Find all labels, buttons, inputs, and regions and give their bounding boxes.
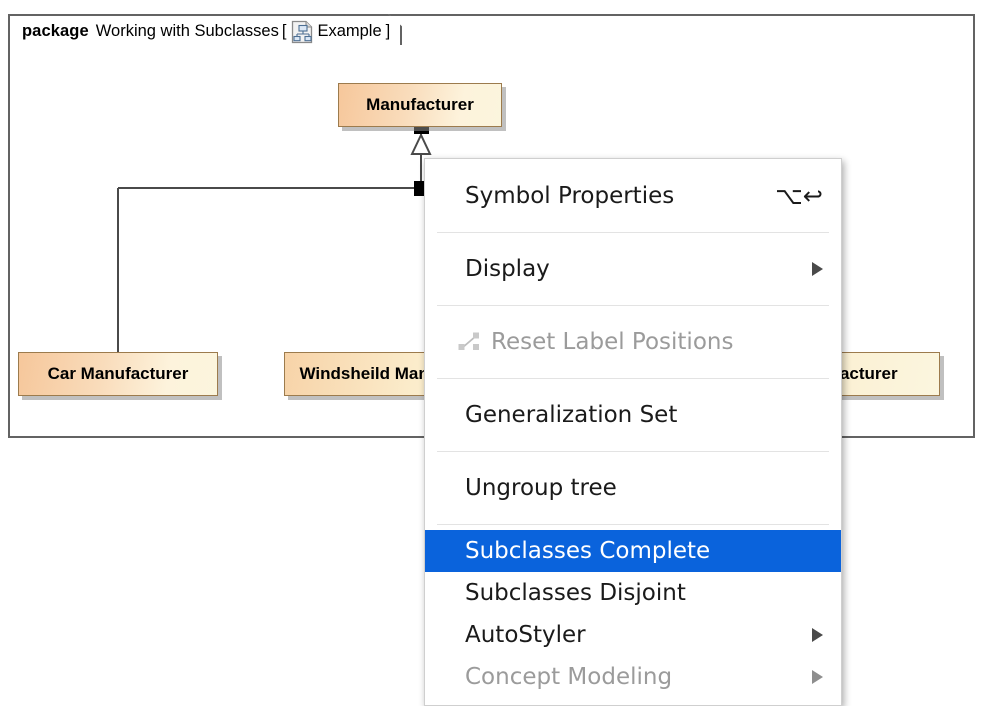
menu-item-label: Symbol Properties — [465, 183, 675, 209]
menu-item-label: Display — [465, 256, 550, 282]
chevron-right-icon — [812, 670, 823, 684]
package-diagram-name: Example — [317, 22, 382, 40]
class-diagram-icon — [291, 20, 313, 44]
menu-item-concept-modeling: Concept Modeling — [425, 656, 841, 698]
bracket-open: [ — [281, 22, 287, 40]
reset-label-positions-icon — [458, 332, 479, 350]
chevron-right-icon — [812, 262, 823, 276]
menu-item-autostyler[interactable]: AutoStyler — [425, 614, 841, 656]
menu-item-label: Generalization Set — [465, 402, 678, 428]
uml-class-name: Car Manufacturer — [47, 364, 189, 383]
menu-separator — [437, 305, 829, 306]
menu-separator — [437, 378, 829, 379]
menu-item-label: Reset Label Positions — [491, 329, 734, 355]
menu-item-label: Concept Modeling — [465, 664, 673, 690]
menu-item-symbol-properties[interactable]: Symbol Properties ⌥↩ — [425, 165, 841, 227]
chevron-right-icon — [812, 628, 823, 642]
package-name: Working with Subclasses — [95, 22, 279, 40]
menu-separator — [437, 451, 829, 452]
menu-separator — [437, 232, 829, 233]
uml-class-car-manufacturer[interactable]: Car Manufacturer — [18, 352, 218, 396]
menu-item-subclasses-disjoint[interactable]: Subclasses Disjoint — [425, 572, 841, 614]
package-keyword: package — [22, 22, 89, 40]
uml-class-name: Manufacturer — [366, 95, 474, 114]
uml-class-manufacturer[interactable]: Manufacturer — [338, 83, 502, 127]
bracket-close: ] — [385, 22, 391, 40]
menu-item-display[interactable]: Display — [425, 238, 841, 300]
menu-separator — [437, 524, 829, 525]
menu-item-label: Ungroup tree — [465, 475, 617, 501]
menu-item-subclasses-complete[interactable]: Subclasses Complete — [425, 530, 841, 572]
package-header-tab[interactable]: package Working with Subclasses [ Exampl… — [8, 14, 402, 47]
tab-border-mask — [10, 45, 525, 48]
menu-item-ungroup-tree[interactable]: Ungroup tree — [425, 457, 841, 519]
menu-item-label: AutoStyler — [465, 622, 586, 648]
menu-item-label: Subclasses Complete — [465, 538, 711, 564]
context-menu[interactable]: Symbol Properties ⌥↩ Display Reset Label… — [424, 158, 842, 706]
menu-item-label: Subclasses Disjoint — [465, 580, 686, 606]
menu-item-generalization-set[interactable]: Generalization Set — [425, 384, 841, 446]
menu-item-reset-label-positions: Reset Label Positions — [425, 311, 841, 373]
menu-item-shortcut: ⌥↩ — [775, 182, 823, 210]
